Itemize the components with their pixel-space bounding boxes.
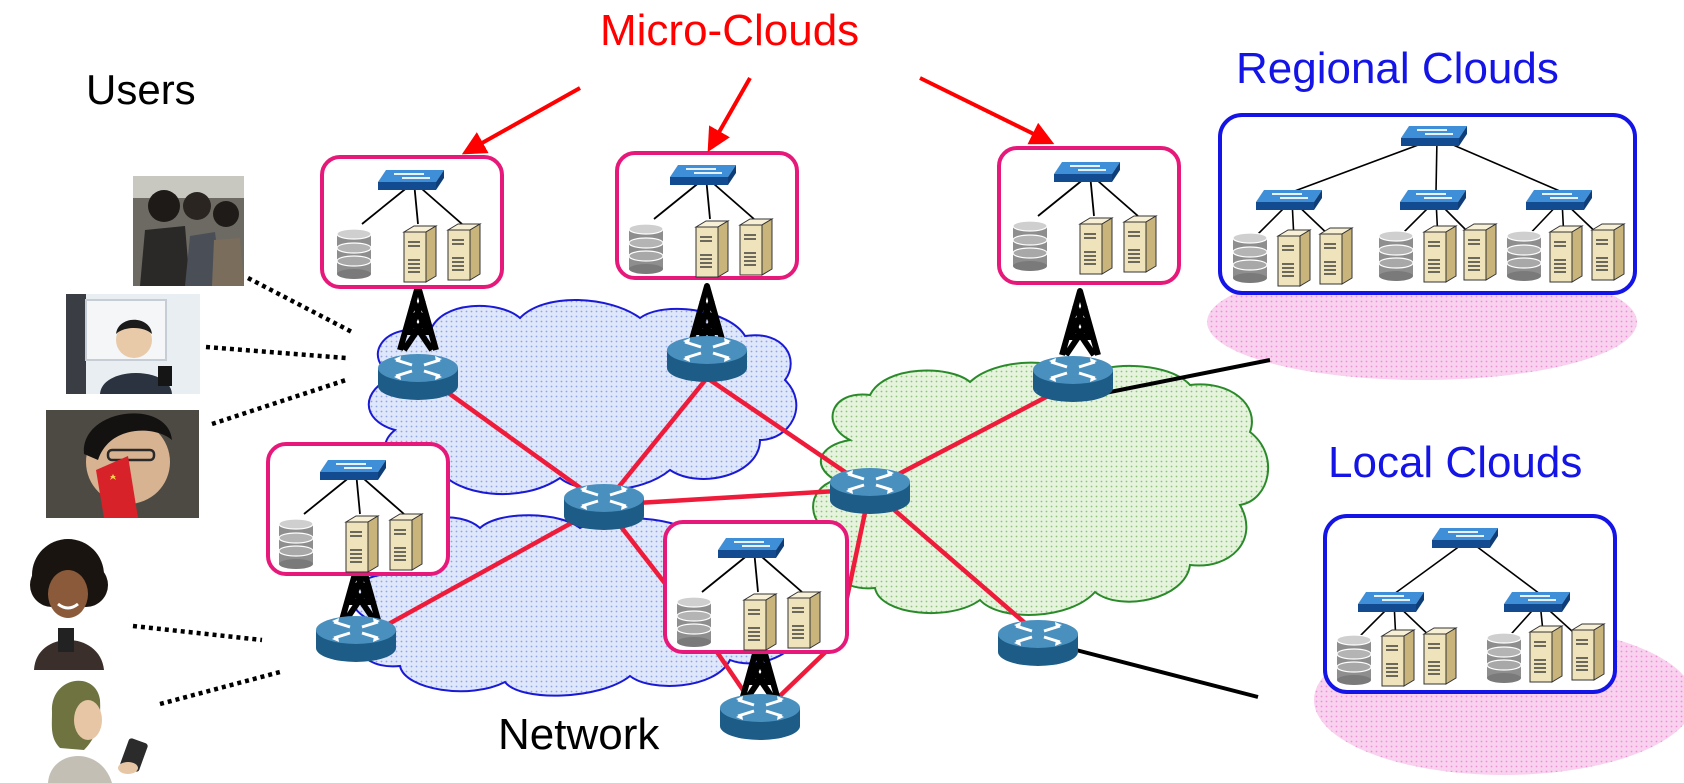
regional-server-1b bbox=[1319, 227, 1353, 285]
link-to-local-clouds bbox=[1075, 648, 1259, 699]
user-2 bbox=[66, 294, 200, 394]
router-user-bottom bbox=[314, 614, 398, 664]
user-5 bbox=[40, 680, 150, 783]
regional-clouds-label: Regional Clouds bbox=[1236, 44, 1559, 93]
local-server-2b bbox=[1571, 623, 1605, 681]
regional-storage-3 bbox=[1506, 230, 1542, 282]
micro-cloud-1 bbox=[320, 155, 504, 289]
regional-storage-1 bbox=[1232, 232, 1268, 284]
local-switch-1 bbox=[1357, 591, 1425, 613]
regional-server-3a bbox=[1549, 225, 1583, 283]
regional-server-2b bbox=[1463, 223, 1497, 281]
regional-core-switch bbox=[1400, 125, 1468, 147]
user-4 bbox=[12, 535, 125, 670]
router-user-top bbox=[376, 352, 460, 402]
regional-server-2a bbox=[1423, 225, 1457, 283]
local-storage-2 bbox=[1486, 632, 1522, 684]
local-storage-1 bbox=[1336, 634, 1372, 686]
local-server-1a bbox=[1381, 629, 1415, 687]
link-to-regional-clouds bbox=[1079, 358, 1271, 400]
local-switch-2 bbox=[1503, 591, 1571, 613]
user-1 bbox=[133, 176, 244, 286]
router-bottom-mid bbox=[718, 692, 802, 742]
local-clouds-box bbox=[1323, 514, 1617, 694]
regional-server-1a bbox=[1277, 229, 1311, 287]
router-core-center bbox=[562, 482, 646, 532]
micro-clouds-label: Micro-Clouds bbox=[600, 6, 860, 55]
regional-switch-2 bbox=[1399, 189, 1467, 211]
local-server-2a bbox=[1529, 625, 1563, 683]
router-right bbox=[1031, 354, 1115, 404]
local-server-1b bbox=[1423, 627, 1457, 685]
micro-cloud-3 bbox=[997, 146, 1181, 285]
router-top-mid bbox=[665, 334, 749, 384]
users-label: Users bbox=[86, 66, 196, 113]
micro-cloud-4 bbox=[266, 442, 450, 576]
user-3 bbox=[46, 410, 199, 518]
network-links bbox=[353, 368, 1076, 718]
tower-3 bbox=[1062, 291, 1098, 355]
regional-server-3b bbox=[1591, 223, 1625, 281]
local-clouds-label: Local Clouds bbox=[1328, 438, 1583, 487]
regional-storage-2 bbox=[1378, 230, 1414, 282]
router-lower-right bbox=[996, 618, 1080, 668]
user-links bbox=[132, 276, 354, 707]
micro-clouds-arrows bbox=[461, 76, 1055, 155]
micro-cloud-2 bbox=[615, 151, 799, 280]
regional-clouds-box bbox=[1218, 113, 1637, 295]
network-label: Network bbox=[498, 710, 660, 759]
router-core-right bbox=[828, 466, 912, 516]
micro-cloud-5 bbox=[663, 520, 849, 654]
regional-switch-1 bbox=[1255, 189, 1323, 211]
regional-switch-3 bbox=[1525, 189, 1593, 211]
local-core-switch bbox=[1431, 527, 1499, 549]
